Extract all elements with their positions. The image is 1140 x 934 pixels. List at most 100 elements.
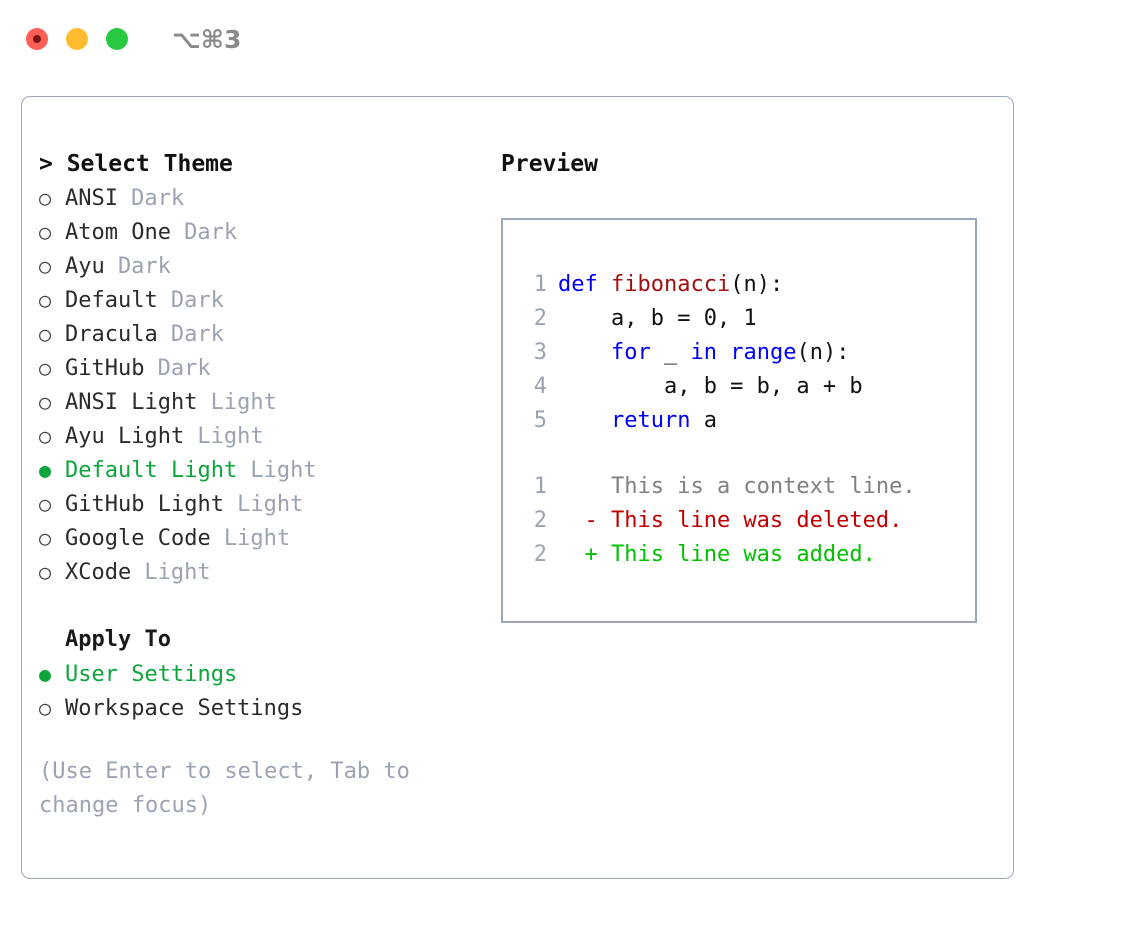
theme-item-category: Light	[144, 560, 211, 585]
code-token: in	[690, 340, 717, 365]
theme-item-label: XCode	[65, 560, 132, 585]
theme-item-label: GitHub	[65, 356, 145, 381]
theme-item-category: Light	[223, 526, 291, 551]
apply-to-list[interactable]: ●User Settings ○ Workspace Settings	[39, 657, 489, 725]
radio-unselected-icon: ○	[39, 424, 52, 448]
line-number: 1	[533, 272, 547, 297]
keyboard-hint: (Use Enter to select, Tab to change focu…	[39, 759, 424, 818]
radio-unselected-icon: ○	[39, 254, 52, 278]
code-token: a, b = b, a + b	[558, 374, 863, 399]
theme-item-category: Light	[197, 424, 264, 449]
theme-item[interactable]: ○ ANSI Light Light	[39, 385, 489, 419]
apply-to-header: Apply To	[65, 627, 171, 652]
code-token: range	[730, 340, 797, 365]
code-line-content: for _ in range(n):	[558, 336, 849, 370]
window-controls	[26, 28, 128, 50]
diff-line-content: + This line was added.	[558, 542, 876, 567]
line-number: 4	[533, 374, 547, 399]
apply-to-option-label: User Settings	[65, 662, 238, 687]
theme-item-label: ANSI	[65, 186, 118, 211]
radio-unselected-icon: ○	[39, 492, 52, 516]
code-line: 5 return a	[519, 404, 863, 438]
theme-item[interactable]: ○ Ayu Dark	[39, 249, 489, 283]
radio-unselected-icon: ○	[39, 322, 52, 346]
theme-item[interactable]: ○ Google Code Light	[39, 521, 489, 555]
code-line: 3 for _ in range(n):	[519, 336, 863, 370]
maximize-button[interactable]	[106, 28, 128, 50]
theme-item[interactable]: ● Default Light Light	[39, 453, 489, 487]
theme-item-label: Default Light	[65, 458, 238, 483]
diff-line-number: 1	[533, 474, 547, 499]
theme-item-label: Google Code	[65, 526, 211, 551]
preview-title: Preview	[501, 151, 598, 177]
theme-item-category: Dark	[131, 186, 185, 211]
code-token: (n):	[730, 272, 784, 297]
line-number: 3	[533, 340, 547, 365]
theme-item-label: ANSI Light	[65, 390, 198, 415]
code-line-content: return a	[558, 404, 717, 438]
radio-selected-icon: ●	[39, 458, 52, 482]
theme-item-label: Ayu Light	[65, 424, 185, 449]
code-line-content: a, b = 0, 1	[558, 302, 757, 336]
theme-item[interactable]: ○ GitHub Dark	[39, 351, 489, 385]
line-number: 5	[533, 408, 547, 433]
code-token: _	[650, 340, 691, 365]
close-button[interactable]	[26, 28, 48, 50]
theme-item-label: Ayu	[65, 254, 105, 279]
theme-item-label: Default	[65, 288, 158, 313]
code-token: for	[610, 340, 651, 365]
code-token	[558, 408, 611, 433]
code-line: 2 a, b = 0, 1	[519, 302, 863, 336]
theme-item-category: Dark	[117, 254, 171, 279]
code-token: a	[690, 408, 717, 433]
diff-sample: 1 This is a context line. 2 - This line w…	[519, 470, 916, 572]
theme-item-label: Dracula	[65, 322, 158, 347]
select-theme-header: > Select Theme	[39, 151, 233, 177]
code-token	[717, 340, 730, 365]
theme-item-label: Atom One	[65, 220, 171, 245]
diff-line: 2 + This line was added.	[519, 538, 916, 572]
minimize-button[interactable]	[66, 28, 88, 50]
code-line: 4 a, b = b, a + b	[519, 370, 863, 404]
theme-item-category: Light	[237, 492, 304, 517]
theme-item[interactable]: ○ GitHub Light Light	[39, 487, 489, 521]
apply-to-option[interactable]: ○ Workspace Settings	[39, 691, 489, 725]
theme-item-category: Light	[210, 390, 277, 415]
code-token: fibonacci	[610, 272, 731, 297]
diff-line: 2 - This line was deleted.	[519, 504, 916, 538]
apply-to-option-label: Workspace Settings	[65, 696, 304, 721]
apply-to-option[interactable]: ●User Settings	[39, 657, 489, 691]
theme-item[interactable]: ○ Ayu Light Light	[39, 419, 489, 453]
radio-unselected-icon: ○	[39, 390, 52, 414]
theme-item-category: Light	[250, 458, 317, 483]
theme-item-category: Dark	[170, 288, 224, 313]
diff-line-number: 2	[533, 508, 547, 533]
code-line-content: def fibonacci(n):	[558, 268, 783, 302]
line-number: 2	[533, 306, 547, 331]
code-token: a, b = 0, 1	[558, 306, 757, 331]
radio-unselected-icon: ○	[39, 356, 52, 380]
theme-item-label: GitHub Light	[65, 492, 224, 517]
radio-unselected-icon: ○	[39, 186, 52, 210]
code-token: (n):	[796, 340, 850, 365]
theme-item[interactable]: ○ ANSI Dark	[39, 181, 489, 215]
keyboard-shortcut-label: ⌥⌘3	[172, 24, 242, 54]
code-token	[558, 340, 611, 365]
radio-unselected-icon: ○	[39, 526, 52, 550]
diff-line-number: 2	[533, 542, 547, 567]
title-bar: ⌥⌘3	[0, 0, 1140, 78]
diff-line-content: This is a context line.	[558, 474, 916, 499]
code-token: return	[610, 408, 691, 433]
radio-unselected-icon: ○	[39, 696, 52, 720]
theme-item-category: Dark	[157, 356, 211, 381]
code-token: def	[558, 272, 611, 297]
